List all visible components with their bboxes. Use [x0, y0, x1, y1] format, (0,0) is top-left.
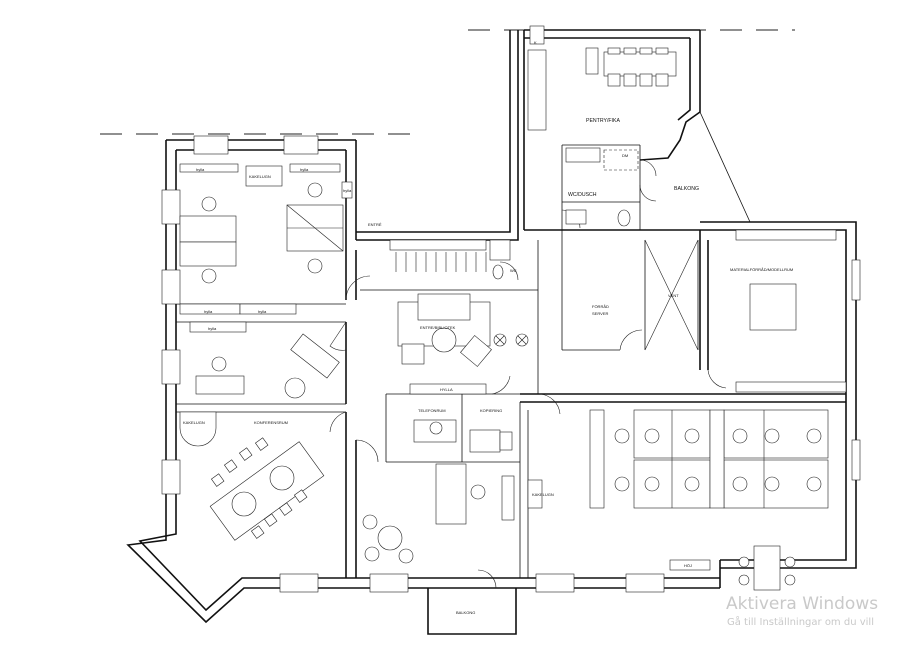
label-hylla-1: hylla	[196, 167, 205, 172]
entre-stair	[395, 252, 487, 272]
label-balkong-bottom: BALKONG	[456, 610, 475, 615]
watermark-subtitle: Gå till Inställningar om du vill	[727, 617, 874, 628]
label-vent: VENT	[668, 293, 679, 298]
label-hylla-2: hylla	[300, 167, 309, 172]
label-materialforrad: MATERIALFÖRRÅD/MODELLRUM	[730, 267, 793, 272]
label-konferensrum: KONFERENSRUM	[254, 420, 288, 425]
room-labels: PENTRY/FIKA BALKONG WC/DUSCH DM K KAKELU…	[183, 40, 793, 615]
label-kakelugn-left: KAKELUGN	[183, 420, 205, 425]
label-hylla: HYLLA	[440, 387, 453, 392]
label-hylla-5: hylla	[208, 326, 217, 331]
label-kopiering: KOPIERING	[480, 408, 502, 413]
label-wc-dusch: WC/DUSCH	[568, 192, 597, 198]
doors	[329, 159, 727, 589]
label-hylla-3: hylla	[204, 309, 213, 314]
label-kakelugn-top: KAKELUGN	[249, 174, 271, 179]
furniture	[179, 47, 847, 591]
label-hoj: HÖJ	[684, 563, 692, 568]
label-entre-bibliotek: ENTRE/BIBLIOTEK	[420, 325, 456, 330]
label-dm: DM	[622, 153, 628, 158]
label-forrad: FÖRRÅD	[592, 304, 609, 309]
label-pentry-fika: PENTRY/FIKA	[586, 118, 620, 124]
label-wc: WC	[510, 268, 517, 273]
windows	[161, 25, 861, 593]
label-k: K	[534, 40, 537, 45]
watermark-title: Aktivera Windows	[726, 594, 879, 614]
label-kakelugn-mid: KAKELUGN	[532, 492, 554, 497]
label-entre: ENTRÉ	[368, 222, 382, 227]
label-server: SERVER	[592, 311, 608, 316]
label-telefonrum: TELEFONRUM	[418, 408, 446, 413]
label-hylla-4: hylla	[258, 309, 267, 314]
label-balkong-upper: BALKONG	[674, 186, 699, 192]
label-hylla-6: hylla	[343, 188, 352, 193]
